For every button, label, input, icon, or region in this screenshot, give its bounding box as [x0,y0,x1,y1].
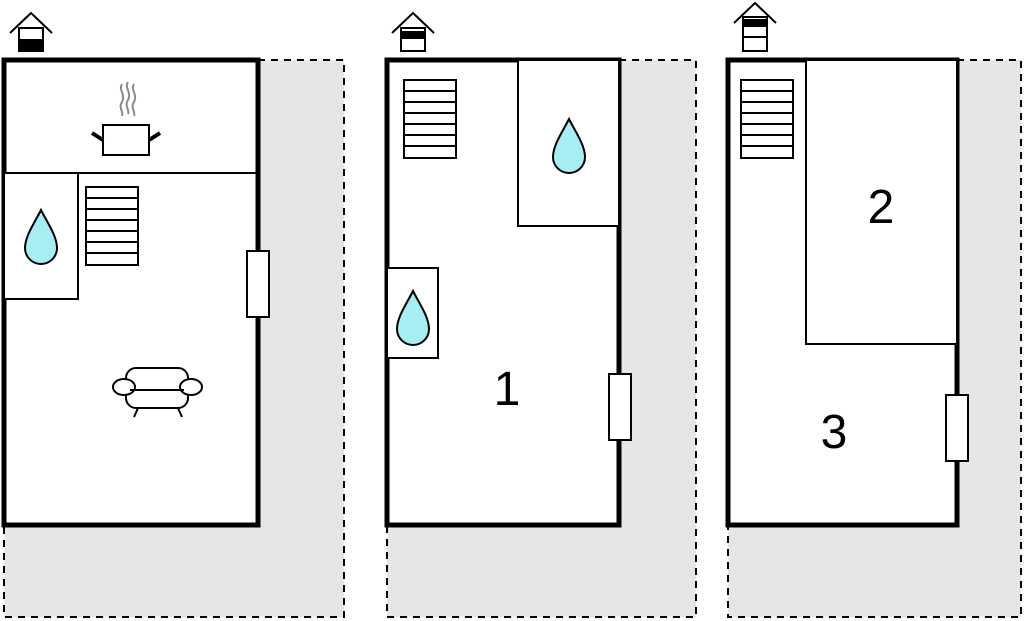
room-label-2: 2 [868,181,895,234]
level-indicator-second-icon [733,1,777,52]
level-indicator-first-icon [391,11,435,52]
stairs-icon [403,79,457,159]
level-indicator-ground-icon [9,11,53,52]
window-icon [608,373,632,441]
stairs-icon [85,186,139,266]
floor-first: 1 [384,11,697,618]
floor-second: 2 3 [725,1,1022,618]
room-2-wall [805,59,958,345]
sofa-icon [112,367,203,418]
stairs-icon [740,79,794,159]
room-label-1: 1 [494,363,521,416]
floor-ground [1,11,345,618]
kitchen-pot-icon [90,81,162,156]
room-label-3: 3 [821,406,848,459]
window-icon [945,394,969,462]
window-icon [246,250,270,318]
